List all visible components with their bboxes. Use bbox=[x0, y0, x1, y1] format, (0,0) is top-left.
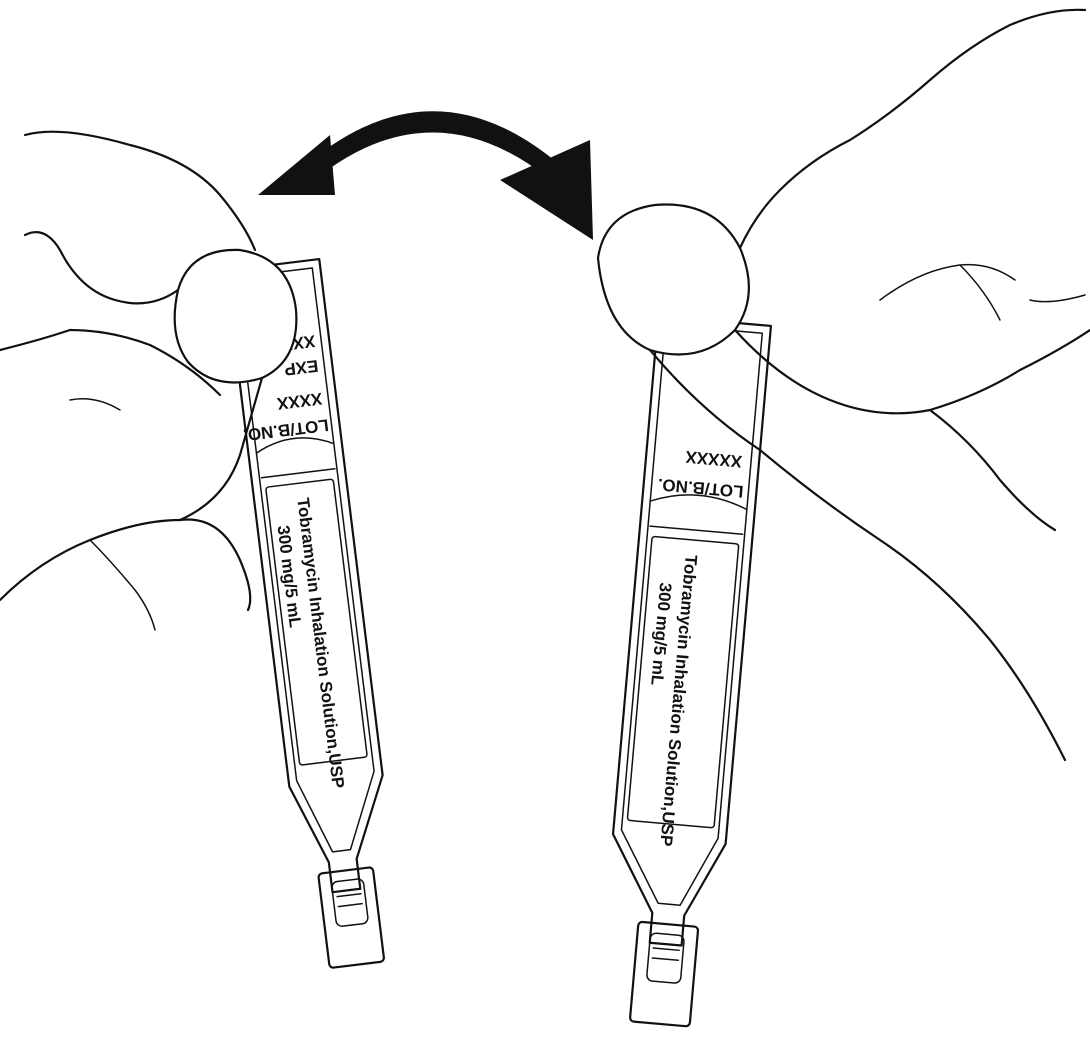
right-vial: LOT/B.NO. XXXXX Tobramycin Inhalation So… bbox=[597, 316, 771, 1028]
left-exp-label: EXP bbox=[283, 356, 319, 379]
right-lot-label: LOT/B.NO. bbox=[657, 475, 744, 501]
right-code-placeholder: XXXXX bbox=[684, 447, 743, 471]
left-lot-label: LOT/B.NO. bbox=[242, 415, 330, 444]
left-code-placeholder: XXXX bbox=[275, 389, 323, 413]
left-drug-name: Tobramycin Inhalation Solution,USP bbox=[293, 497, 348, 790]
right-hand bbox=[598, 10, 1090, 760]
left-hand bbox=[0, 132, 296, 630]
double-curved-arrow-icon bbox=[258, 111, 593, 240]
right-strength: 300 mg/5 mL bbox=[647, 582, 675, 686]
